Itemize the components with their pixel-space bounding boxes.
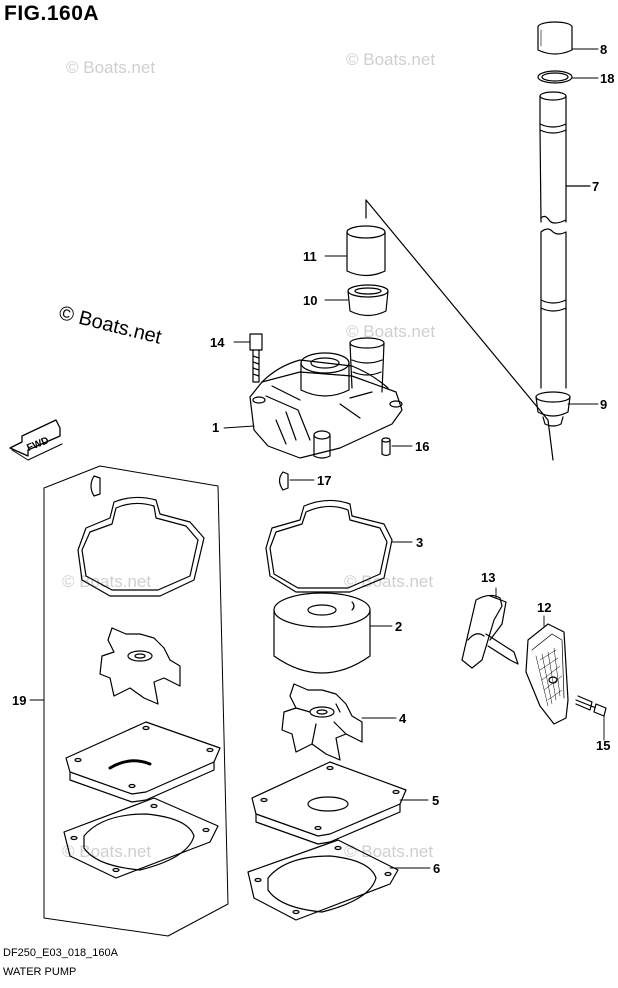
kit-plate: [65, 721, 221, 803]
kit-key: [90, 475, 101, 497]
part-12-grille-plate: [525, 623, 569, 725]
part-16-pin: [381, 437, 391, 457]
figure-name: WATER PUMP: [3, 966, 77, 978]
part-18-oring: [537, 70, 573, 84]
fwd-arrow-icon: FWD: [9, 419, 63, 461]
callout-1: 1: [212, 420, 219, 435]
part-3-gasket: [265, 499, 393, 593]
part-17-key: [278, 471, 289, 491]
callout-14: 14: [210, 335, 225, 350]
callout-18: 18: [600, 71, 614, 86]
leader-bracket: [365, 199, 554, 461]
part-6-gasket: [247, 839, 399, 921]
callout-7: 7: [592, 179, 599, 194]
part-9-grommet: [535, 391, 571, 427]
callout-11: 11: [303, 249, 317, 264]
callout-17: 17: [317, 473, 331, 488]
figure-code: DF250_E03_018_160A: [3, 947, 118, 959]
leader-lines: [29, 48, 605, 869]
part-10-bushing: [347, 284, 389, 317]
watermark: © Boats.net: [344, 842, 434, 861]
watermark: © Boats.net: [344, 572, 434, 591]
callout-16: 16: [415, 439, 429, 454]
watermark: © Boats.net: [62, 572, 152, 591]
part-19-kit-border: [43, 465, 229, 937]
callout-5: 5: [432, 793, 439, 808]
callout-12: 12: [537, 600, 551, 615]
kit-gasket-bottom: [63, 797, 219, 879]
kit-impeller: [99, 627, 181, 705]
figure-title: FIG.160A: [4, 2, 100, 25]
callout-13: 13: [481, 570, 495, 585]
part-2-liner: [273, 592, 371, 674]
callout-2: 2: [395, 619, 402, 634]
part-1-pump-case: [249, 337, 403, 459]
watermark: © Boats.net: [346, 50, 436, 69]
part-5-plate: [251, 761, 407, 845]
callout-4: 4: [399, 711, 407, 726]
callout-8: 8: [600, 42, 607, 57]
part-11-sleeve: [346, 225, 386, 277]
callout-15: 15: [596, 738, 610, 753]
kit-gasket: [77, 496, 205, 597]
callouts: 8 18 7 9 11 10 14 1 16 17 3 2 4 5 6 13 1…: [12, 42, 614, 876]
callout-9: 9: [600, 397, 607, 412]
part-7-water-tube: [539, 91, 591, 389]
callout-10: 10: [303, 293, 317, 308]
part-8-sleeve: [537, 21, 573, 55]
callout-19: 19: [12, 693, 26, 708]
part-15-screw: [575, 695, 607, 717]
part-14-bolt: [249, 333, 263, 383]
watermark: © Boats.net: [66, 58, 156, 77]
callout-3: 3: [416, 535, 423, 550]
part-4-impeller: [281, 683, 363, 761]
part-13-bracket: [461, 594, 519, 669]
callout-6: 6: [433, 861, 440, 876]
watermark: © Boats.net: [346, 322, 436, 341]
